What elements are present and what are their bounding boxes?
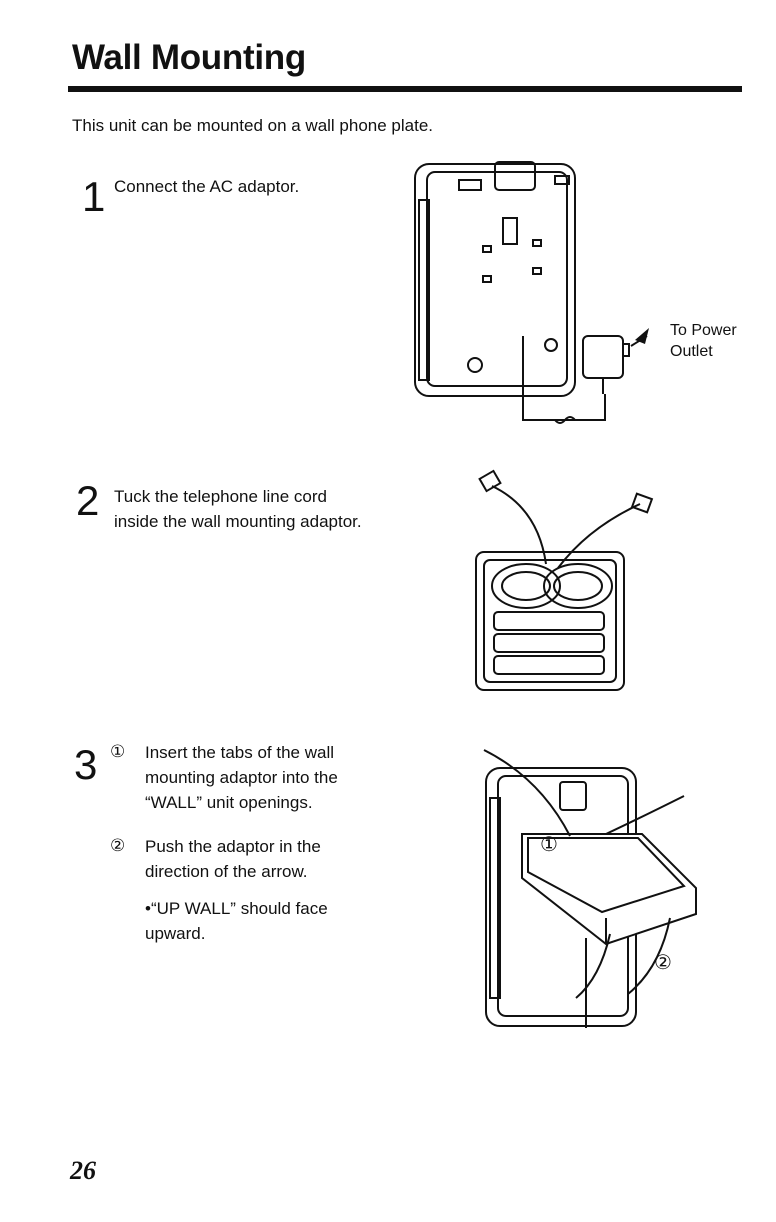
figure-line-cord [468, 468, 658, 698]
power-outlet-label: To Power Outlet [670, 322, 737, 360]
figure-ac-adaptor [405, 150, 650, 440]
step-2-text: Tuck the telephone line cord inside the … [114, 487, 362, 531]
figure-mounting [470, 738, 710, 1038]
wall-adaptor-cord-illustration [475, 469, 654, 691]
step-3a-marker: ① [110, 742, 126, 761]
intro-text: This unit can be mounted on a wall phone… [72, 116, 434, 135]
page-number: 26 [70, 1156, 96, 1185]
title-rule [68, 86, 742, 92]
phone-base-illustration [414, 161, 649, 424]
step-2-number: 2 [76, 477, 100, 524]
step-3b-marker: ② [110, 836, 126, 855]
step-1-number: 1 [82, 173, 106, 220]
mounting-adaptor-illustration [483, 749, 697, 1028]
step-3b-text: Push the adaptor in the direction of the… [145, 837, 321, 881]
figure-marker-1: ① [540, 834, 558, 856]
step-3-note: •“UP WALL” should face upward. [145, 899, 328, 943]
step-1-text: Connect the AC adaptor. [114, 177, 300, 196]
step-3-number: 3 [74, 741, 98, 788]
page-title: Wall Mounting [72, 38, 306, 77]
step-3a-text: Insert the tabs of the wall mounting ada… [145, 743, 338, 812]
figure-marker-2: ② [654, 952, 672, 974]
